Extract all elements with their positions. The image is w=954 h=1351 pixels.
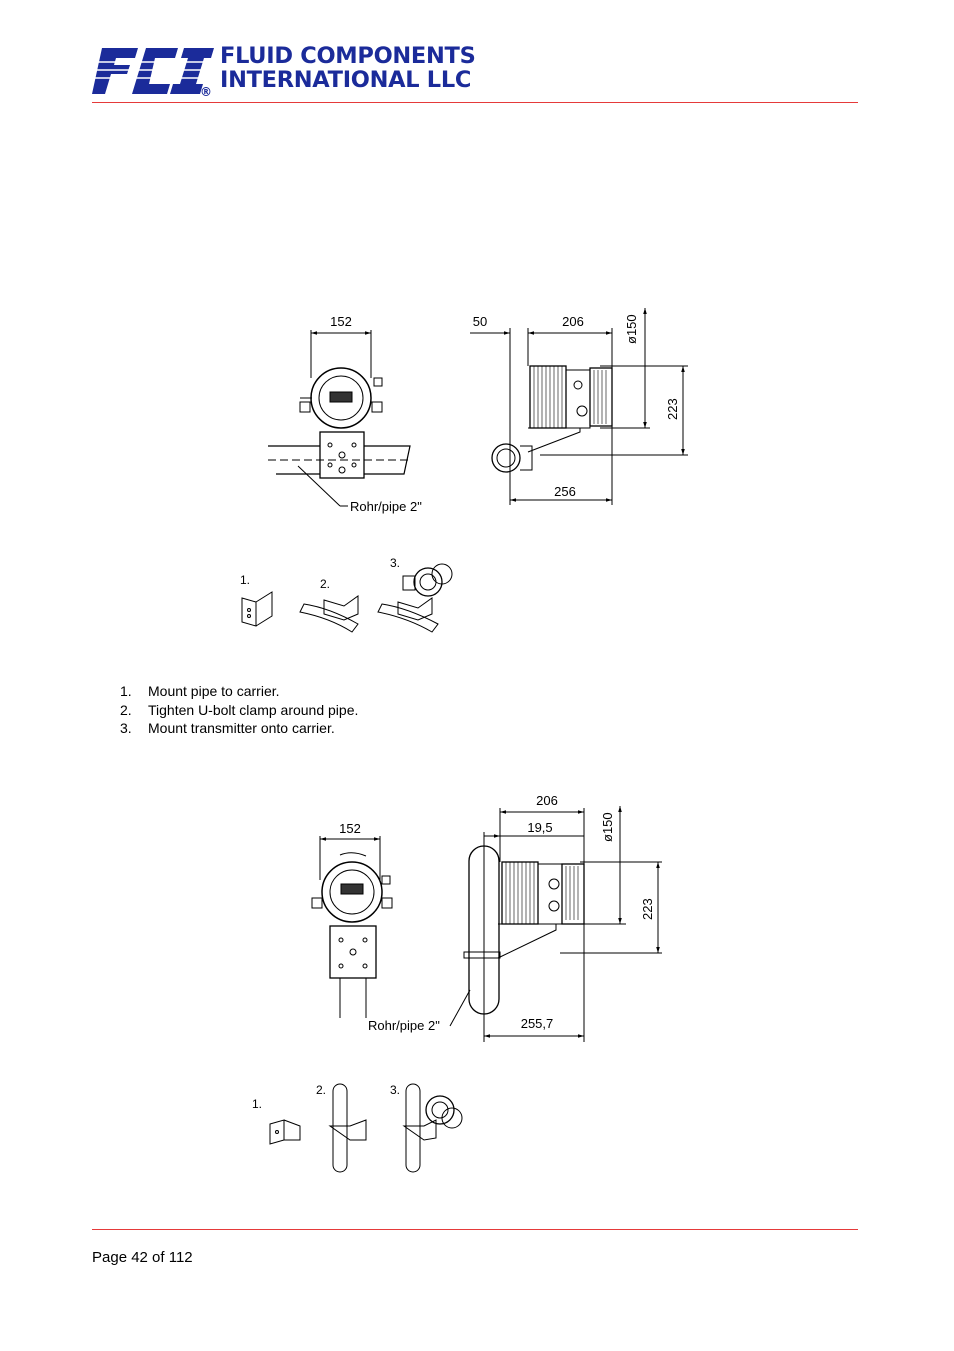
fig1-offset-label: 50: [473, 314, 487, 329]
instruction-text: Tighten U-bolt clamp around pipe.: [148, 701, 359, 718]
fig1-front-view: [268, 330, 411, 507]
instruction-list: 1. Mount pipe to carrier. 2. Tighten U-bol…: [120, 682, 358, 738]
fci-logo-icon: [92, 48, 214, 94]
fig2-step-sketches: [269, 1083, 463, 1173]
company-name: FLUID COMPONENTS INTERNATIONAL LLC ®: [200, 43, 490, 99]
fig2-height-label: 223: [640, 898, 655, 920]
instruction-item: 3. Mount transmitter onto carrier.: [120, 719, 358, 738]
fig2-offset-label: 19,5: [527, 820, 552, 835]
fig2-step2-label: 2.: [316, 1083, 326, 1097]
footer-rule: [92, 1229, 858, 1230]
fig1-height-label: 223: [665, 398, 680, 420]
fig1-side-view: [470, 308, 688, 505]
instruction-number: 2.: [120, 701, 132, 718]
company-name-line2: INTERNATIONAL LLC: [220, 67, 472, 93]
registered-mark: ®: [200, 85, 212, 99]
header-rule: [92, 102, 858, 103]
fig1-depth-label: 206: [562, 314, 584, 329]
fig1-step-sketches: [241, 563, 453, 633]
instruction-text: Mount transmitter onto carrier.: [148, 720, 335, 736]
fig1-step2-label: 2.: [320, 577, 330, 591]
instruction-number: 3.: [120, 720, 132, 736]
fig1-pipe-label: Rohr/pipe 2": [350, 499, 422, 514]
fig2-depth-label: 206: [536, 793, 558, 808]
fig2-total-label: 255,7: [521, 1016, 554, 1031]
fig1-step1-label: 1.: [240, 573, 250, 587]
fig1-diameter-label: ø150: [624, 314, 639, 344]
instruction-item: 2. Tighten U-bolt clamp around pipe.: [120, 701, 358, 720]
fig2-front-view: [311, 836, 393, 1018]
fig2-step3-label: 3.: [390, 1083, 400, 1097]
fig1-front-width-label: 152: [330, 314, 352, 329]
fig2-front-width-label: 152: [339, 821, 361, 836]
instruction-item: 1. Mount pipe to carrier.: [120, 682, 358, 701]
instruction-text: Mount pipe to carrier.: [148, 683, 280, 699]
fig2-step1-label: 1.: [252, 1097, 262, 1111]
fig2-diameter-label: ø150: [600, 812, 615, 842]
company-name-line1: FLUID COMPONENTS: [220, 43, 476, 69]
fig2-pipe-label: Rohr/pipe 2": [368, 1018, 440, 1033]
fig2-side-view: [449, 806, 662, 1042]
instruction-number: 1.: [120, 683, 132, 699]
fig1-step3-label: 3.: [390, 556, 400, 570]
page-number: Page 42 of 112: [92, 1249, 193, 1266]
fig1-total-label: 256: [554, 484, 576, 499]
